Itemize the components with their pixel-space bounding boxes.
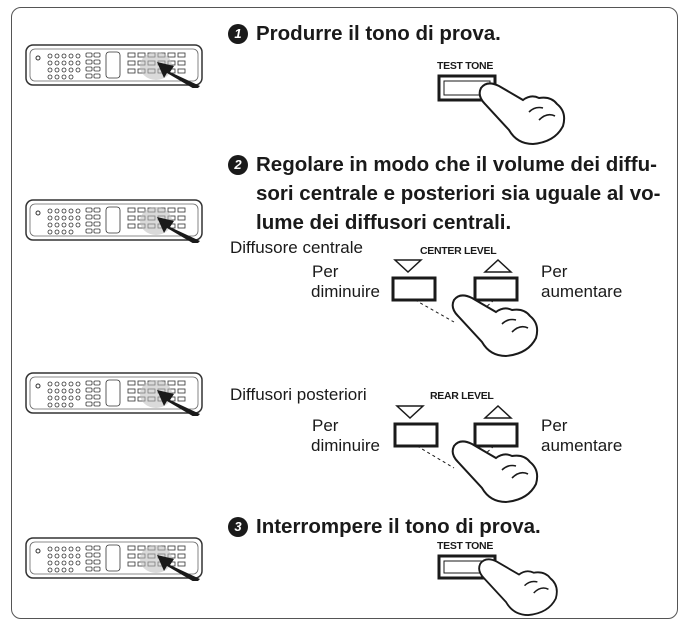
- pressing-hand-icon: [451, 440, 539, 503]
- instruction-frame: [11, 7, 678, 619]
- remote-control-icon: [25, 199, 203, 243]
- center-level-label: CENTER LEVEL: [420, 245, 497, 257]
- step-3-text: Interrompere il tono di prova.: [256, 515, 541, 538]
- remote-control-icon: [25, 372, 203, 416]
- pressing-hand-icon: [451, 294, 539, 357]
- test-tone-label: TEST TONE: [437, 60, 494, 72]
- rear-level-label: REAR LEVEL: [430, 390, 494, 402]
- center-title: Diffusore centrale: [230, 238, 363, 257]
- remote-control-icon: [25, 44, 203, 88]
- rear-title: Diffusori posteriori: [230, 385, 367, 404]
- step-1: 1 Produrre il tono di prova.: [228, 19, 501, 48]
- step-2-line-3: lume dei diffusori centrali.: [256, 211, 512, 234]
- step-2-line-2: sori centrale e posteriori sia uguale al…: [256, 182, 661, 205]
- pressing-hand-icon: [478, 82, 566, 145]
- remote-control-icon: [25, 537, 203, 581]
- step-number-3: 3: [228, 517, 248, 537]
- center-level-buttons: [391, 258, 539, 357]
- test-tone-button-press-2: [437, 554, 558, 616]
- pressing-hand-icon: [478, 558, 558, 616]
- test-tone-button-press: [437, 74, 566, 145]
- step-1-text: Produrre il tono di prova.: [256, 22, 501, 45]
- test-tone-label-2: TEST TONE: [437, 540, 494, 552]
- rear-level-buttons: [393, 404, 539, 503]
- step-number-2: 2: [228, 155, 248, 175]
- step-3: 3 Interrompere il tono di prova.: [228, 512, 541, 541]
- step-number-1: 1: [228, 24, 248, 44]
- step-2-line-1: Regolare in modo che il volume dei diffu…: [256, 153, 657, 176]
- step-2: 2 Regolare in modo che il volume dei diff…: [228, 150, 660, 237]
